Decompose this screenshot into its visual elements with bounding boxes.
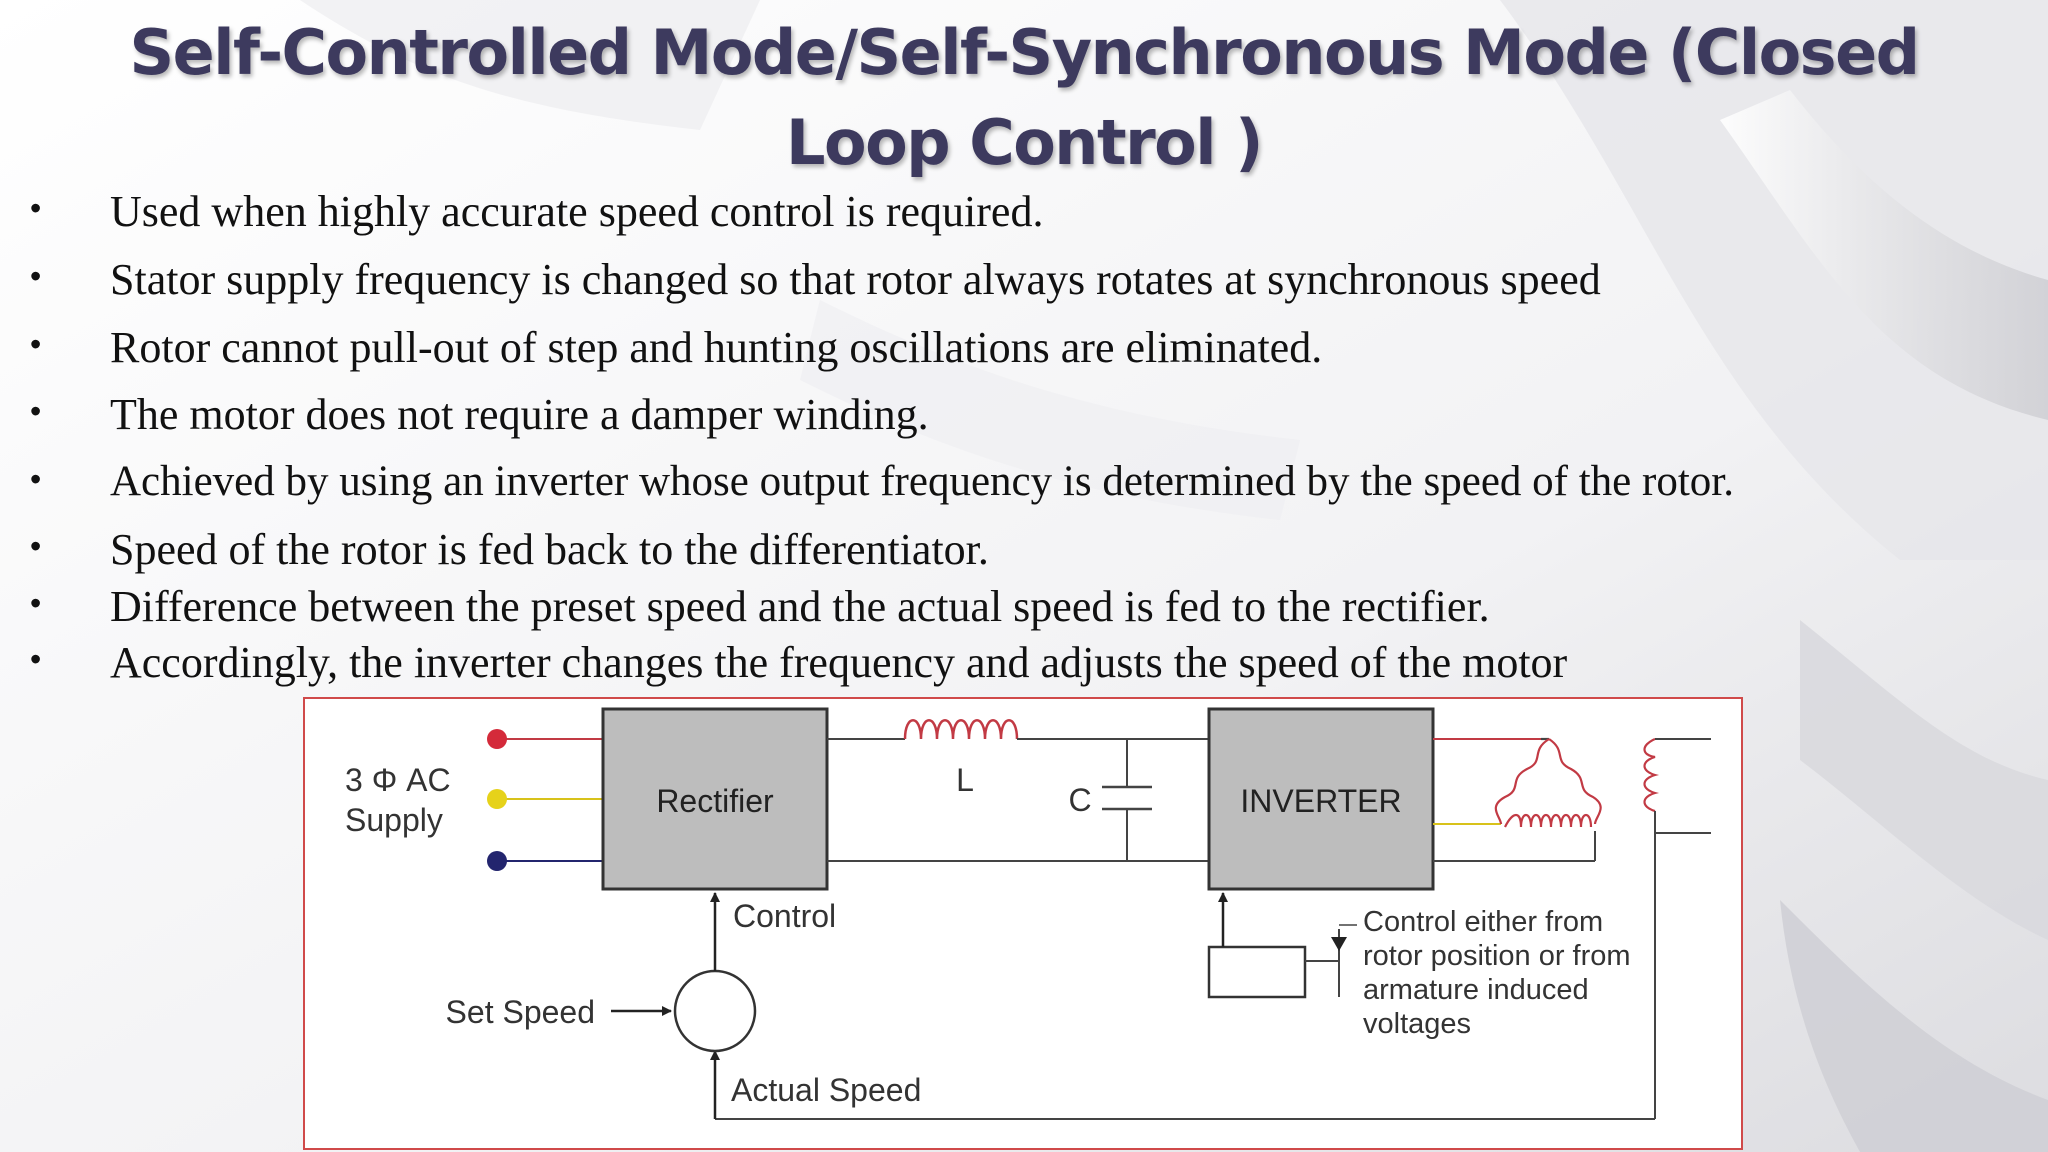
bullet-item: • Stator supply frequency is changed so … [0,255,2040,318]
bullet-item: • Rotor cannot pull-out of step and hunt… [0,323,2040,386]
control-note-line4: voltages [1363,1008,1471,1040]
bullet-text: Speed of the rotor is fed back to the di… [110,525,989,574]
bullet-text: Rotor cannot pull-out of step and huntin… [110,323,1323,372]
control-note-line1: Control either from [1363,906,1603,938]
bullet-item: • Speed of the rotor is fed back to the … [0,525,2040,588]
capacitor-label: C [1068,782,1091,818]
bullet-item: • Accordingly, the inverter changes the … [0,638,2040,701]
bullet-marker: • [30,258,42,294]
bullet-item: • Used when highly accurate speed contro… [0,187,2040,250]
control-note-line3: armature induced [1363,974,1589,1006]
supply-label-line2: Supply [345,802,443,838]
bullet-marker: • [30,585,42,621]
inverter-block [1207,707,1435,891]
bullet-marker: • [30,393,42,429]
inductor-label: L [956,762,974,798]
bullet-text: Stator supply frequency is changed so th… [110,255,1601,304]
supply-label-line1: 3 Φ AC [345,762,451,798]
position-sensor-block [1207,945,1307,999]
bullet-text: The motor does not require a damper wind… [110,390,929,439]
terminal-yellow [487,789,507,809]
bullet-item: • Achieved by using an inverter whose ou… [0,458,2040,521]
rectifier-label: Rectifier [656,783,774,819]
rotor-field-winding [1643,737,1711,834]
control-label: Control [733,898,836,934]
circuit-diagram: 3 Φ AC Supply Rectifier L C INVERTER [303,697,1743,1150]
inverter-label: INVERTER [1240,783,1401,819]
actual-speed-label: Actual Speed [731,1072,921,1108]
bullet-text: Accordingly, the inverter changes the fr… [110,638,1568,687]
bullet-text: Used when highly accurate speed control … [110,187,1044,236]
bullet-item: • Difference between the preset speed an… [0,582,2040,645]
speed-comparator [673,969,757,1053]
bullet-marker: • [30,461,42,497]
terminal-blue [487,851,507,871]
set-speed-label: Set Speed [446,994,595,1030]
bullet-marker: • [30,326,42,362]
bullet-list: • Used when highly accurate speed contro… [0,187,2040,701]
bullet-marker: • [30,190,42,226]
slide-title: Self-Controlled Mode/Self-Synchronous Mo… [129,16,1920,179]
sensor-input-arrowhead [1331,937,1347,951]
rectifier-block [601,707,829,891]
control-note-line2: rotor position or from [1363,940,1631,972]
bullet-marker: • [30,528,42,564]
bullet-marker: • [30,641,42,677]
stator-delta-winding [1494,737,1602,828]
bullet-item: • The motor does not require a damper wi… [0,390,2040,453]
terminal-red [487,729,507,749]
inductor-coil [903,719,1019,740]
bullet-text: Difference between the preset speed and … [110,582,1490,631]
bullet-text: Achieved by using an inverter whose outp… [110,458,1734,505]
